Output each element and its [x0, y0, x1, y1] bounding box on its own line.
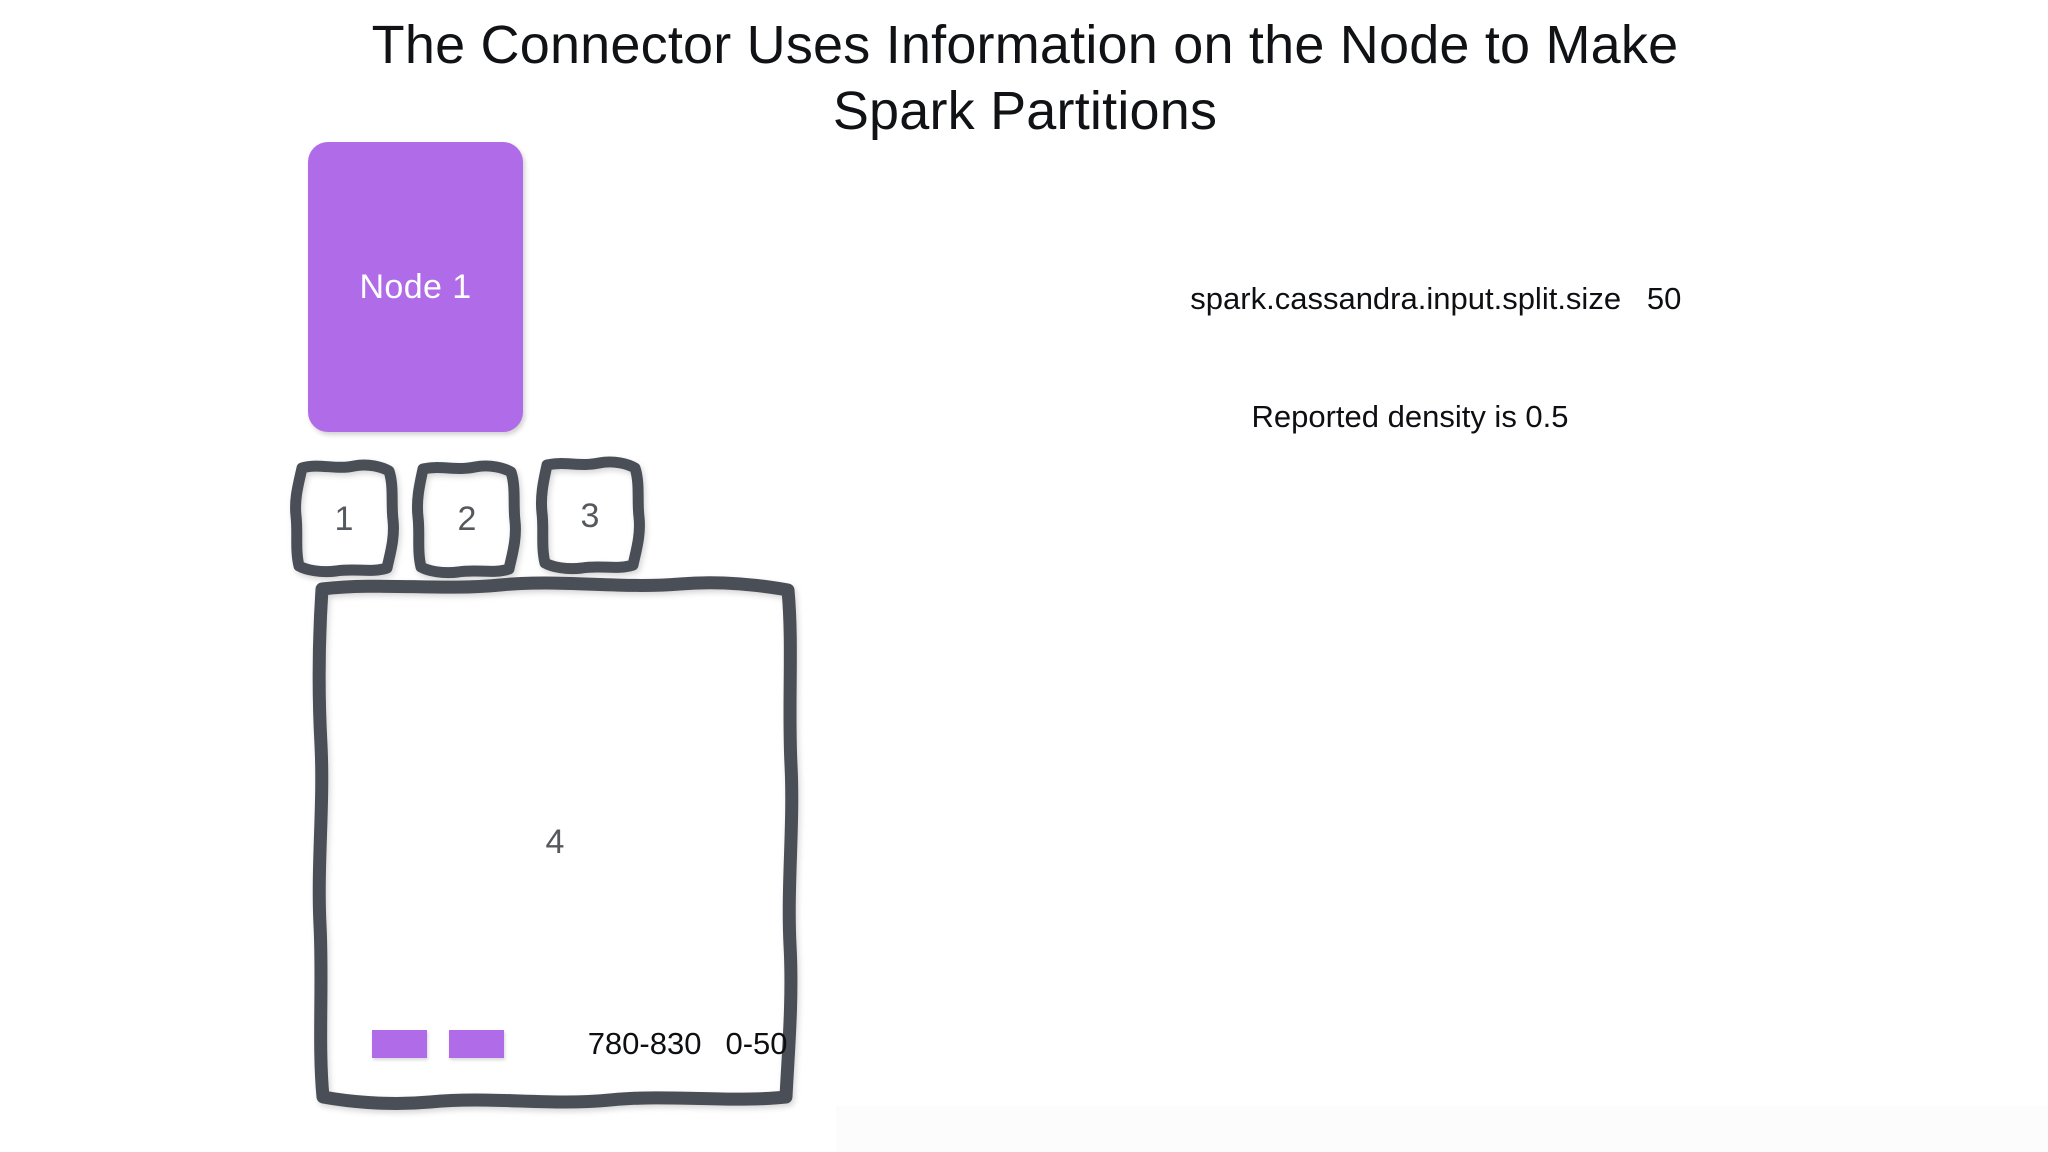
legend-swatch-first	[372, 1030, 427, 1058]
sketch-border-icon	[290, 459, 399, 578]
legend-range-second: 0-50	[725, 1026, 788, 1061]
node-card-node-1: Node 1	[308, 142, 523, 432]
legend-range-first: 780-830	[587, 1026, 702, 1061]
sketch-border-icon	[536, 456, 645, 575]
config-text-block: spark.cassandra.input.split.size 50 Repo…	[1100, 210, 1720, 446]
sketch-border-icon	[312, 576, 799, 1110]
background-tint	[836, 1106, 2048, 1152]
partition-box-3: 3	[534, 455, 646, 577]
page-title-line-2: Spark Partitions	[832, 81, 1218, 141]
partition-box-2: 2	[411, 458, 523, 580]
legend: 780-830 0-50	[372, 1026, 788, 1061]
page-title: The Connector Uses Information on the No…	[300, 12, 1750, 144]
legend-labels: 780-830 0-50	[536, 990, 788, 1098]
config-density-line: Reported density is 0.5	[1251, 399, 1569, 434]
config-setting-value: 50	[1646, 281, 1682, 316]
node-card-label: Node 1	[359, 267, 472, 306]
legend-swatch-second	[449, 1030, 504, 1058]
config-setting-key: spark.cassandra.input.split.size	[1190, 281, 1622, 316]
partition-box-1: 1	[288, 458, 400, 580]
config-setting-line: spark.cassandra.input.split.size 50	[1100, 210, 1720, 387]
page-title-line-1: The Connector Uses Information on the No…	[371, 15, 1679, 75]
sketch-border-icon	[412, 460, 521, 579]
